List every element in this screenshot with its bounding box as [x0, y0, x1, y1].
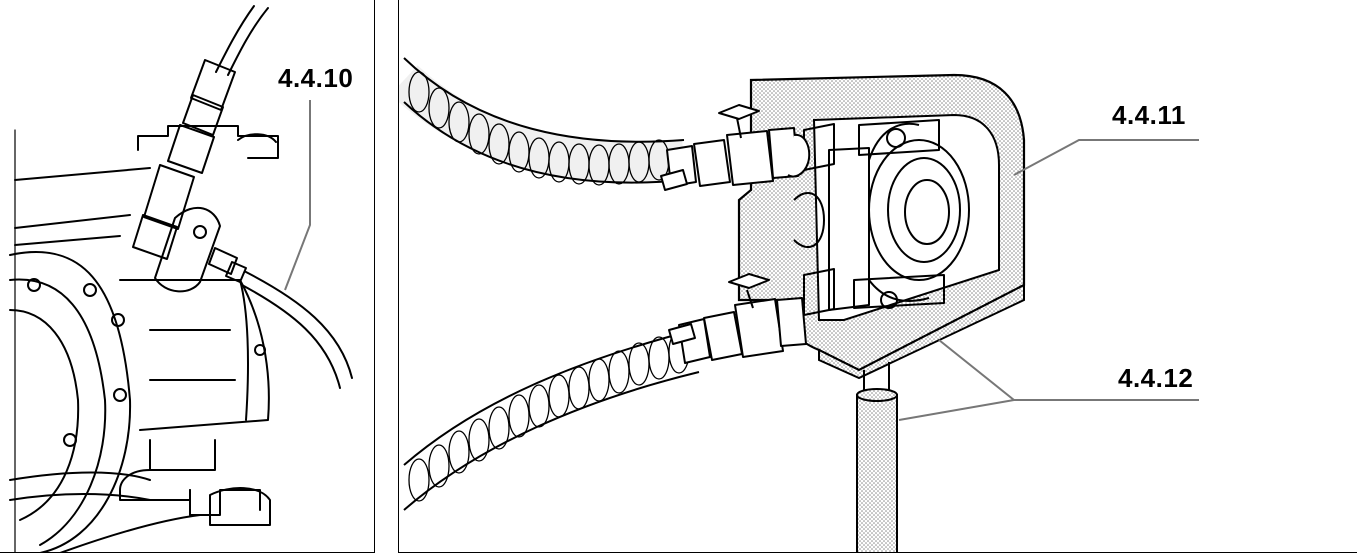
left-detail-panel	[0, 0, 375, 553]
callout-4-4-11: 4.4.11	[1112, 100, 1186, 130]
callout-4-4-10: 4.4.10	[278, 63, 354, 93]
leader-line-4410	[284, 100, 311, 291]
leader-line-4412-b	[898, 399, 1015, 421]
leader-line-4411	[1013, 139, 1199, 176]
callout-4-4-12: 4.4.12	[1118, 363, 1194, 393]
pump-fitting-illustration	[9, 5, 353, 552]
pump-housing-illustration	[399, 57, 1199, 552]
right-detail-panel	[398, 0, 1357, 553]
